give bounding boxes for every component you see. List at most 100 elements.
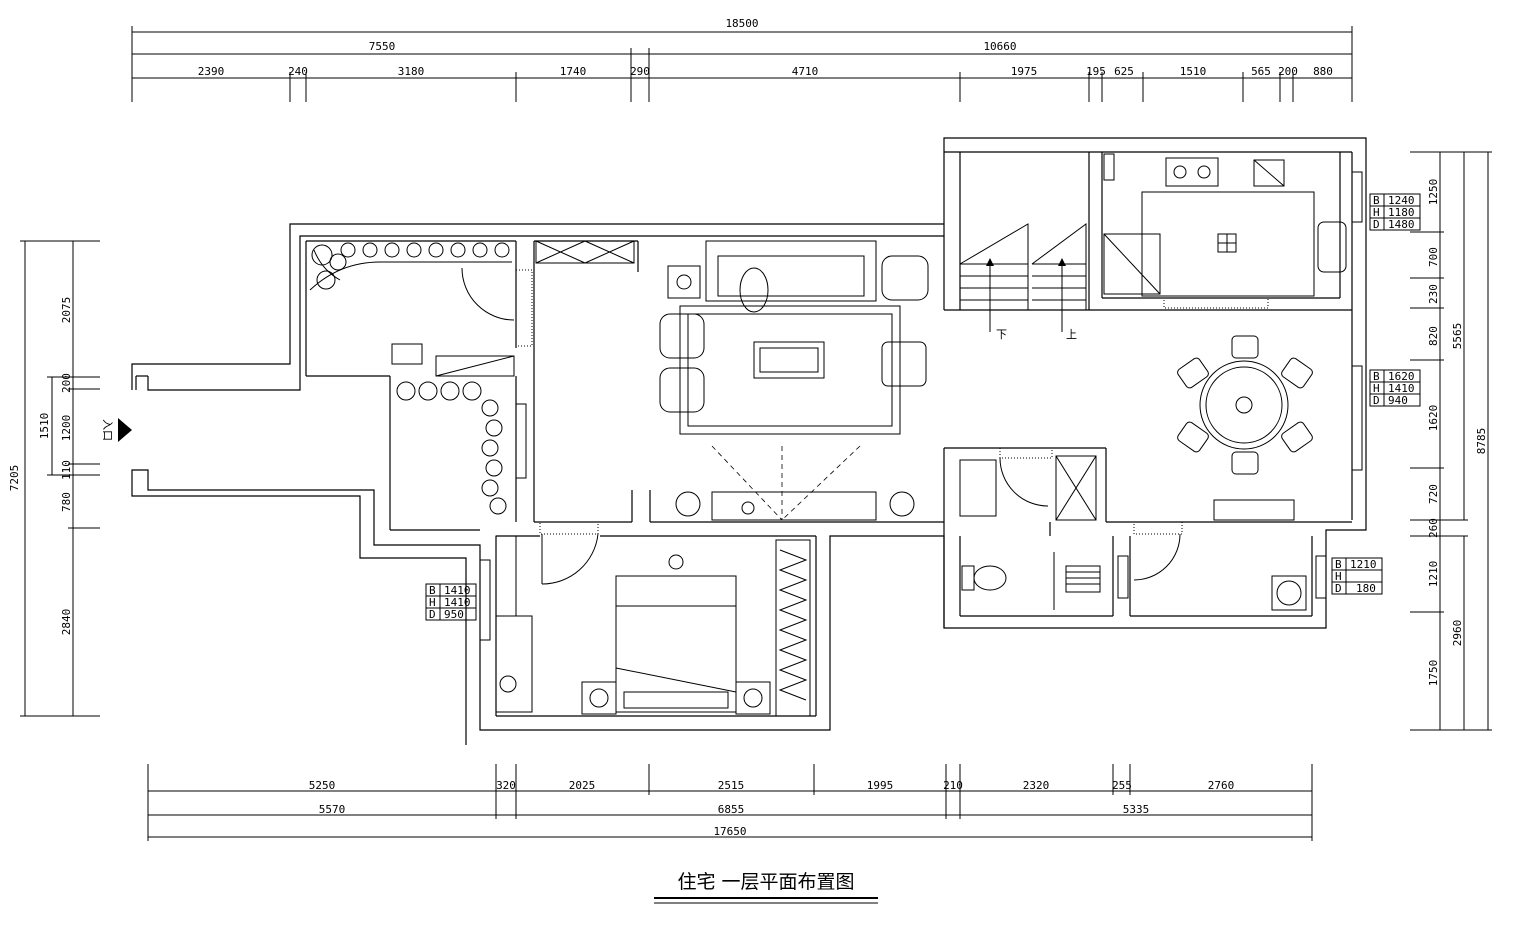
burner-icon (1173, 165, 1187, 179)
dim-bottom-mid: 5570 (319, 803, 346, 816)
dining-chair (1231, 335, 1259, 359)
shoe-cabinet (435, 355, 515, 377)
desk (495, 615, 533, 713)
dim-left-small: 1510 (38, 413, 51, 440)
dim-bottom-detail: 1995 (867, 779, 894, 792)
plant-icon (396, 381, 507, 515)
window-legend-dining: B H D 1620 1410 940 (1369, 369, 1421, 407)
dining-chair (1281, 421, 1313, 453)
dim-bottom-detail: 255 (1112, 779, 1132, 792)
armchair (881, 341, 927, 387)
dim-left-inner: 110 (60, 460, 73, 480)
dim-top-detail: 200 (1278, 65, 1298, 78)
window-d-value: 180 (1356, 582, 1376, 595)
cabinet (391, 343, 423, 365)
kitchen-counter (1141, 191, 1315, 297)
wall-hatch (999, 447, 1053, 459)
window-legend-bedroom: B H D 1410 1410 950 (425, 583, 477, 621)
plant-icon (311, 242, 510, 290)
living-room (535, 240, 929, 521)
entrance-arrow-icon (118, 418, 132, 442)
bottom-dimensions: 5250 320 2025 2515 1995 210 2320 255 276… (147, 764, 1313, 841)
stove (1165, 157, 1219, 187)
dim-top-detail: 195 (1086, 65, 1106, 78)
dim-bottom-detail: 2515 (718, 779, 745, 792)
dim-right-outer: 8785 (1475, 428, 1488, 455)
lamp-icon (499, 675, 517, 693)
stair-up-label: 上 (1066, 328, 1077, 341)
window-d-value: 940 (1388, 394, 1408, 407)
plant-icon (675, 491, 915, 517)
entrance-label: 入口 (101, 419, 114, 441)
window-key: H (1335, 570, 1342, 583)
dim-top-detail: 290 (630, 65, 650, 78)
window-key: H (429, 596, 436, 609)
window-b-value: 1620 (1388, 370, 1415, 383)
cabinet (495, 535, 517, 617)
dim-right-inner: 700 (1427, 247, 1440, 267)
window-b-value: 1240 (1388, 194, 1415, 207)
window-key: B (1335, 558, 1342, 571)
dim-top-detail: 1510 (1180, 65, 1207, 78)
washing-machine (1271, 575, 1307, 611)
dim-top-detail: 2390 (198, 65, 225, 78)
wardrobe (775, 539, 811, 717)
window-key: D (1373, 394, 1380, 407)
hood (1253, 159, 1285, 187)
dining (1177, 335, 1363, 521)
fridge (1103, 233, 1161, 295)
slippers-icon (668, 554, 684, 570)
bathrooms (959, 447, 1327, 611)
rug (687, 313, 893, 427)
window-legend-kitchen: B H D 1240 1180 1480 (1369, 193, 1421, 231)
figure (739, 267, 769, 313)
nightstand (581, 681, 617, 715)
dim-top-total: 18500 (725, 17, 758, 30)
dining-chair (1177, 421, 1209, 453)
window-d-value: 1480 (1388, 218, 1415, 231)
dim-right-inner: 260 (1427, 518, 1440, 538)
door-swing (541, 533, 599, 585)
sofa (705, 240, 877, 302)
stair-arrow-icon (986, 258, 994, 266)
door (1103, 153, 1115, 181)
stair-down-label: 下 (996, 328, 1007, 341)
window-h-value: 1410 (1388, 382, 1415, 395)
dim-bottom-mid: 5335 (1123, 803, 1150, 816)
dim-bottom-total: 17650 (713, 825, 746, 838)
lamp-icon (743, 688, 763, 708)
window (1315, 555, 1327, 599)
top-dimensions: 18500 7550 10660 2390 240 3180 1740 290 … (131, 17, 1353, 102)
cabinet (1055, 455, 1097, 521)
washbasin (959, 459, 997, 517)
stairs: 下 上 (959, 223, 1087, 341)
toilet (973, 565, 1007, 591)
dim-right-inner: 1750 (1427, 660, 1440, 687)
door-swing (1133, 533, 1181, 581)
bed (615, 575, 737, 713)
dim-top-detail: 3180 (398, 65, 425, 78)
sideboard (1213, 499, 1295, 521)
wall-hatch (1133, 521, 1183, 535)
dim-left-inner: 1200 (60, 415, 73, 442)
entrance: 入口 (101, 418, 132, 442)
sofa (717, 255, 865, 297)
cabinet (535, 240, 635, 264)
window-key: B (1373, 194, 1380, 207)
rug (679, 305, 901, 435)
wall-hatch (515, 269, 533, 347)
window-key: D (429, 608, 436, 621)
lamp-icon (589, 688, 609, 708)
bedroom (479, 521, 811, 717)
dim-bottom-detail: 2320 (1023, 779, 1050, 792)
window-d-value: 950 (444, 608, 464, 621)
window-key: B (1373, 370, 1380, 383)
armchair (659, 367, 705, 413)
window-b-value: 1210 (1350, 558, 1377, 571)
dining-chair (1281, 357, 1313, 389)
window (1351, 365, 1363, 471)
dim-right-inner: 1210 (1427, 561, 1440, 588)
dining-chair (1231, 451, 1259, 475)
window-h-value: 1180 (1388, 206, 1415, 219)
